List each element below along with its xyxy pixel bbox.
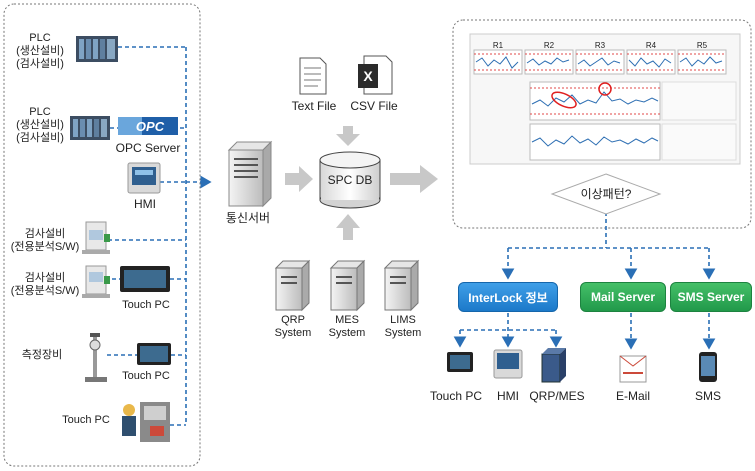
touch-pc-icon (137, 343, 171, 365)
qrp-server-icon (274, 259, 311, 312)
left-source-frame (3, 3, 201, 467)
lims-system-label: LIMS System (384, 314, 422, 339)
measuring-device-icon (85, 333, 107, 382)
plc-label-2: PLC (생산설비) (검사설비) (16, 106, 64, 144)
spc-chart-screenshot (469, 33, 741, 165)
output-qrp-mes-label: QRP/MES (529, 389, 585, 403)
text-file-icon (299, 57, 327, 95)
touch-pc-label-1: Touch PC (122, 299, 170, 311)
opc-server-label: OPC Server (115, 141, 181, 155)
communication-server-icon (227, 140, 273, 208)
flow-arrows (285, 126, 438, 240)
interlock-info-box: InterLock 정보 (458, 282, 558, 312)
anomaly-pattern-label: 이상패턴? (580, 187, 632, 201)
chart-label-r5: R5 (696, 41, 708, 50)
spc-db-cylinder-icon (319, 151, 381, 209)
sms-server-box: SMS Server (670, 282, 752, 312)
spc-db-label: SPC DB (327, 173, 373, 187)
comm-server-label: 통신서버 (225, 211, 271, 225)
plc-rack-icon (70, 116, 110, 140)
output-email-label: E-Mail (615, 389, 650, 403)
inspection-label-2: 검사설비 (전용분석S/W) (10, 272, 80, 297)
svg-text:X: X (363, 68, 373, 84)
hmi-monitor-icon (127, 162, 161, 194)
email-envelope-icon (619, 355, 647, 383)
chart-label-r3: R3 (594, 41, 606, 50)
chart-label-r4: R4 (645, 41, 657, 50)
touch-pc-kiosk-icon (122, 402, 170, 442)
touch-pc-label-3: Touch PC (62, 414, 110, 426)
left-connectors (107, 46, 212, 426)
csv-file-label: CSV File (350, 99, 398, 113)
output-touch-pc-label: Touch PC (429, 389, 483, 403)
csv-file-icon: X (358, 55, 393, 95)
output-sms-label: SMS (694, 389, 721, 403)
plc-rack-icon (76, 36, 118, 62)
touch-pc-output-icon (447, 352, 473, 372)
touch-pc-label-2: Touch PC (122, 370, 170, 382)
hmi-output-icon (493, 349, 523, 379)
inspection-equipment-icon (82, 221, 110, 254)
chart-label-r2: R2 (543, 41, 555, 50)
sms-phone-icon (699, 352, 717, 382)
right-connectors (453, 212, 716, 350)
mes-system-label: MES System (328, 314, 366, 339)
output-hmi-label: HMI (497, 389, 519, 403)
text-file-label: Text File (291, 99, 337, 113)
mes-server-icon (329, 259, 366, 312)
chart-label-r1: R1 (492, 41, 504, 50)
opc-logo-icon: OPC (118, 117, 178, 135)
measuring-device-label: 측정장비 (21, 349, 63, 361)
opc-logo-text: OPC (136, 119, 165, 134)
qrp-system-label: QRP System (274, 314, 312, 339)
plc-label-1: PLC (생산설비) (검사설비) (16, 32, 64, 70)
lims-server-icon (383, 259, 420, 312)
touch-pc-icon (120, 266, 170, 292)
qrp-mes-server-output-icon (541, 348, 566, 383)
hmi-label: HMI (134, 197, 156, 211)
analysis-frame (452, 19, 752, 229)
mail-server-box: Mail Server (580, 282, 666, 312)
anomaly-decision-diamond (550, 173, 662, 215)
inspection-equipment-icon (82, 265, 110, 298)
inspection-label-1: 검사설비 (전용분석S/W) (10, 228, 80, 253)
